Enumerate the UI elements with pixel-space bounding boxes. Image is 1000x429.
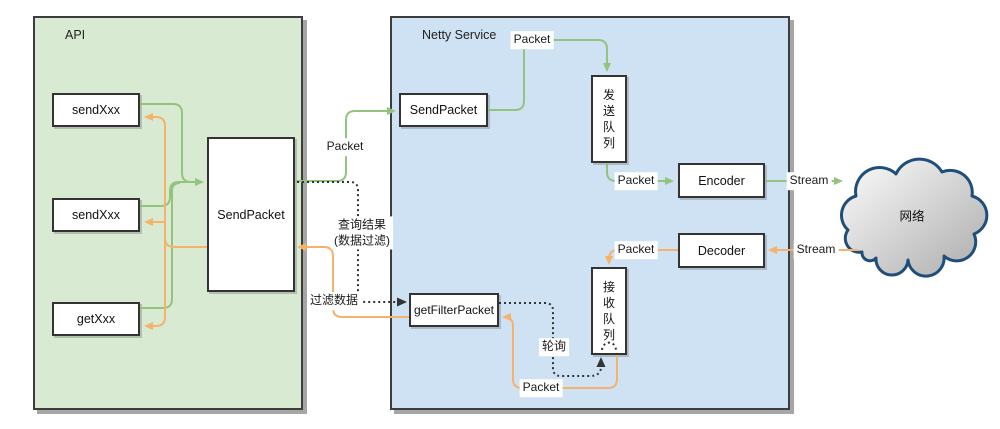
edge-label-packet-api-to-netty: Packet	[323, 138, 367, 156]
netty-service-region-title: Netty Service	[422, 28, 497, 42]
edge-label-polling: 轮询	[538, 338, 570, 356]
edge-label-packet-from-recv-queue: Packet	[519, 379, 563, 397]
edge-label-stream-from-network: Stream	[793, 241, 839, 259]
node-decoder: Decoder	[678, 233, 765, 268]
node-getxxx: getXxx	[52, 302, 140, 336]
edge-label-packet-to-encoder: Packet	[614, 172, 658, 190]
node-recv-queue: 接 收 队 列	[591, 267, 627, 355]
node-sendpacket-api: SendPacket	[207, 137, 295, 292]
node-sendpacket-netty: SendPacket	[399, 93, 488, 127]
edge-label-query-result: 查询结果 (数据过滤)	[331, 216, 393, 250]
node-sendxxx-2: sendXxx	[52, 198, 140, 232]
node-getfilterpacket: getFilterPacket	[409, 293, 499, 327]
edge-label-filter-data: 过滤数据	[306, 292, 362, 310]
node-sendxxx-1: sendXxx	[52, 93, 140, 127]
node-encoder: Encoder	[678, 163, 765, 198]
edge-label-packet-from-decoder: Packet	[614, 241, 658, 259]
edge-label-packet-to-send-queue: Packet	[510, 31, 554, 49]
node-send-queue: 发 送 队 列	[591, 75, 627, 163]
network-cloud-label: 网络	[899, 209, 925, 224]
netty-service-region: Netty Service	[390, 16, 790, 410]
edge-label-stream-to-network: Stream	[786, 172, 832, 190]
api-region-title: API	[65, 28, 86, 42]
